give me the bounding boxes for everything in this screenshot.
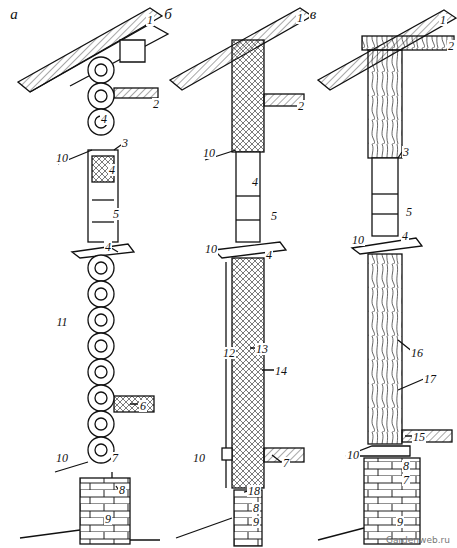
callout-number: 7 (111, 452, 119, 464)
log-ring (95, 392, 107, 404)
callout-number: 16 (410, 347, 424, 359)
callout-number: 7 (282, 457, 290, 469)
log-profile (88, 411, 114, 437)
callout-number: 7 (402, 474, 410, 486)
callout-number: 10 (192, 452, 206, 464)
callout-number: 12 (222, 347, 236, 359)
callout-number: 10 (55, 152, 69, 164)
callout-number: 10 (55, 452, 69, 464)
log-ring (95, 262, 107, 274)
callout-number: 5 (405, 206, 413, 218)
callout-number: 2 (297, 100, 305, 112)
callout-number: 9 (252, 516, 260, 528)
callout-number: 4 (104, 241, 112, 253)
callout-number: 4 (401, 230, 409, 242)
callout-number: 14 (274, 365, 288, 377)
callout-number: 1 (439, 14, 447, 26)
callout-number: 2 (152, 98, 160, 110)
callout-number: 11 (55, 316, 68, 328)
callout-number: 18 (247, 485, 261, 497)
callout-number: 9 (396, 516, 404, 528)
callout-number: 8 (402, 460, 410, 472)
log-ring (95, 64, 107, 76)
callout-number: 4 (251, 176, 259, 188)
log-ring (95, 288, 107, 300)
log-profile (88, 255, 114, 281)
callout-number: 10 (351, 234, 365, 246)
callout-number: 1 (146, 14, 154, 26)
log-ring (95, 90, 107, 102)
callout-number: 10 (202, 147, 216, 159)
log-ring (95, 314, 107, 326)
log-profile (88, 83, 114, 109)
panel-letter: в (309, 7, 318, 22)
callout-number: 5 (112, 208, 120, 220)
log-profile (88, 57, 114, 83)
callout-number: 5 (270, 210, 278, 222)
panel-letter: б (163, 7, 173, 22)
callout-number: 4 (100, 113, 108, 125)
log-ring (95, 444, 107, 456)
log-ring (95, 366, 107, 378)
callout-number: 9 (104, 513, 112, 525)
log-profile (88, 359, 114, 385)
callout-number: 6 (139, 400, 147, 412)
callout-number: 4 (265, 249, 273, 261)
callout-number: 13 (255, 343, 269, 355)
callout-number: 4 (108, 164, 116, 176)
log-profile (88, 307, 114, 333)
log-profile (88, 385, 114, 411)
callout-number: 8 (118, 484, 126, 496)
watermark: Gardenweb.ru (385, 535, 451, 545)
callout-number: 10 (204, 243, 218, 255)
callout-number: 15 (412, 431, 426, 443)
log-ring (95, 418, 107, 430)
callout-number: 3 (121, 137, 129, 149)
callout-number: 8 (252, 502, 260, 514)
panel-letter: а (9, 7, 19, 22)
log-profile (88, 333, 114, 359)
callout-number: 10 (346, 449, 360, 461)
log-ring (95, 340, 107, 352)
callout-number: 17 (423, 373, 437, 385)
callout-number: 2 (447, 40, 455, 52)
log-profile (88, 281, 114, 307)
callout-number: 3 (402, 146, 410, 158)
callout-number: 1 (296, 12, 304, 24)
log-profile (88, 109, 114, 135)
